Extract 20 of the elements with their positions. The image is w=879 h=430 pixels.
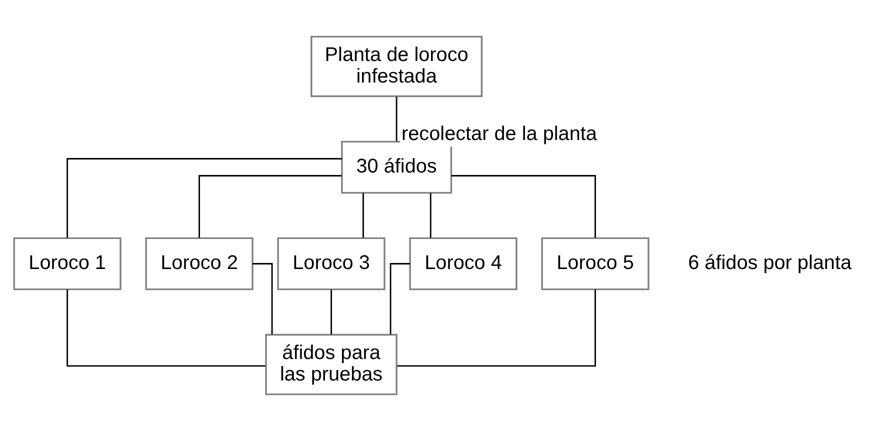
connector [252,262,273,334]
connector [66,289,266,366]
node-box: Loroco 4 [409,236,518,290]
connector [390,262,410,334]
node-box: Loroco 5 [541,236,650,290]
connector [198,174,342,238]
node-box: 30 áfidos [341,140,452,194]
node-box: Loroco 2 [145,236,254,290]
label: 6 áfidos por planta [688,252,852,274]
connector [66,158,342,238]
connector [396,96,398,141]
connector [362,192,364,238]
connector [451,174,596,238]
node-box: Planta de loroco infestada [310,35,483,97]
node-box: Loroco 3 [277,236,386,290]
connector [430,192,432,238]
connector [397,289,596,366]
node-box: áfidos para las pruebas [265,333,398,395]
connector [330,289,332,334]
node-box: Loroco 1 [13,236,122,290]
